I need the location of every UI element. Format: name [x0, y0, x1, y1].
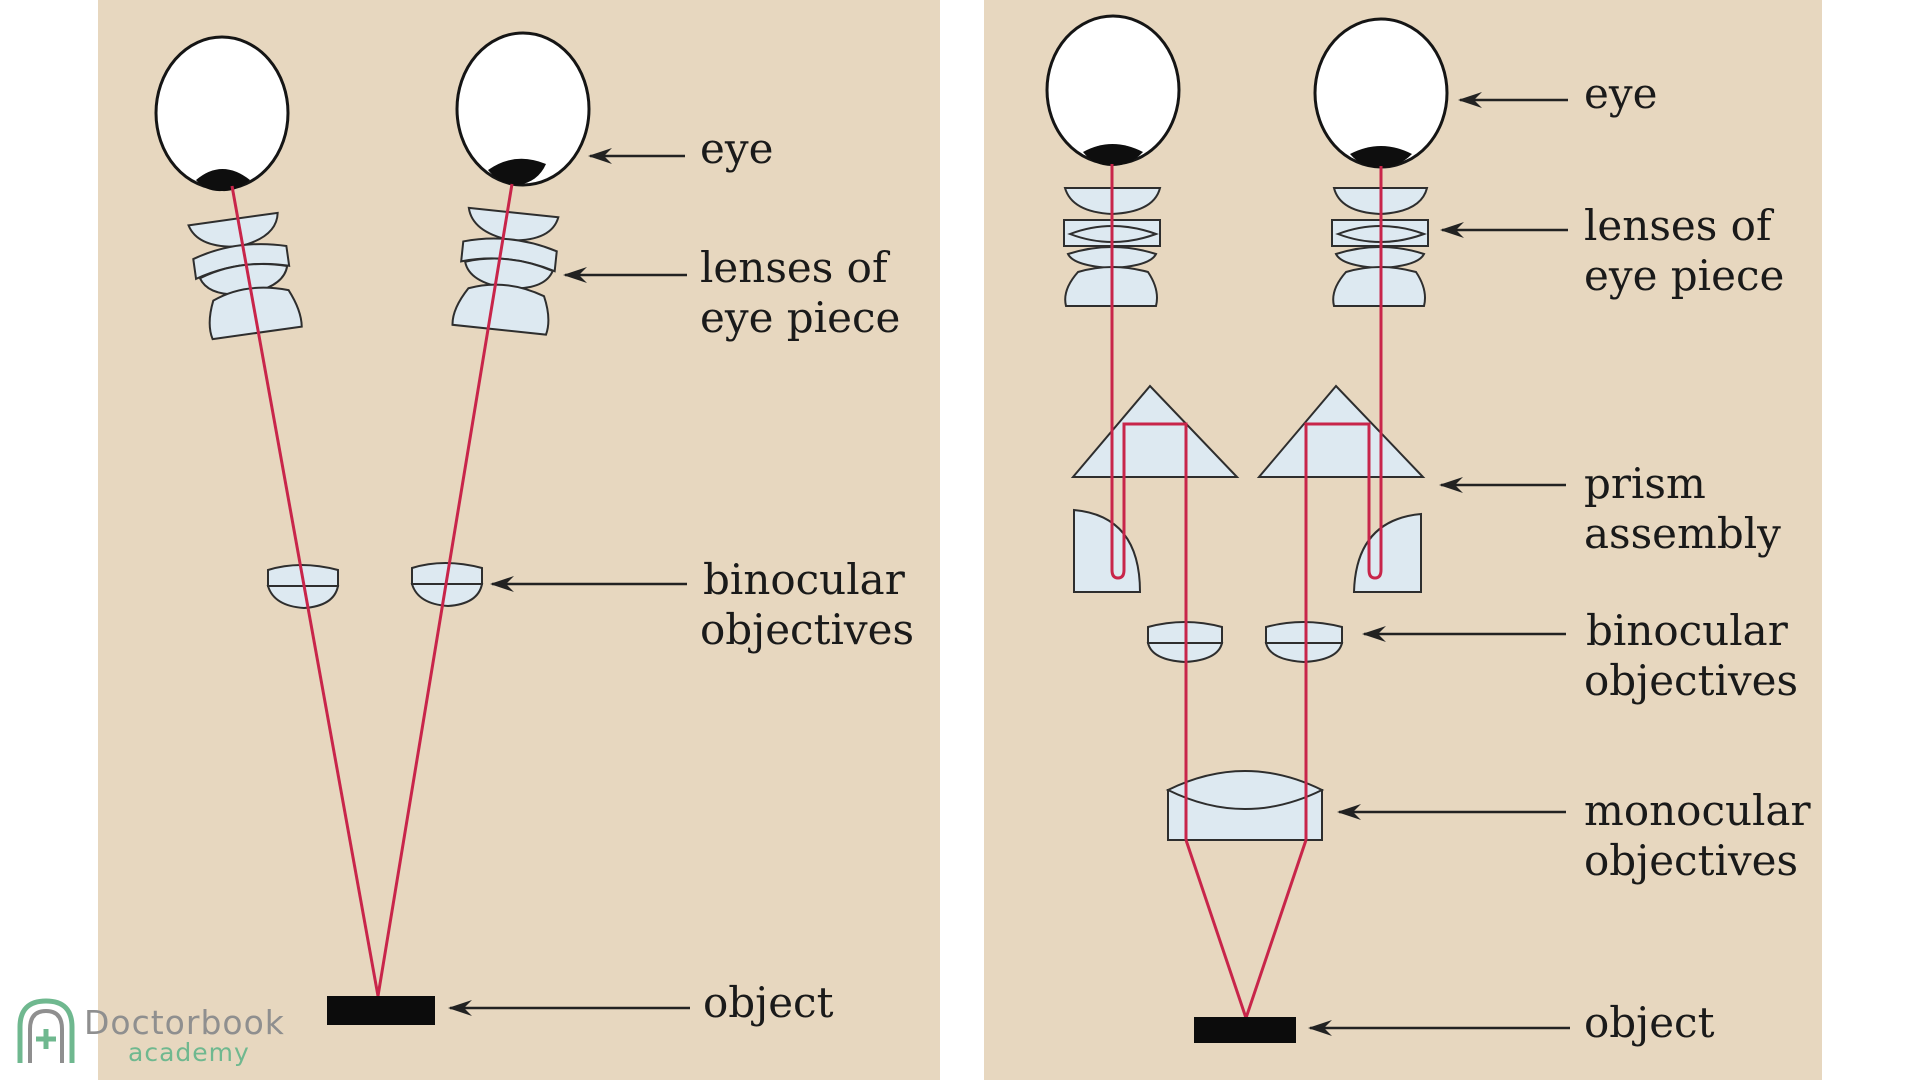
left-ray-1 [230, 185, 380, 997]
right-label-monocular-line2: objectives [1584, 836, 1798, 885]
left-lenses-arrow [563, 267, 587, 283]
left-object-arrow [448, 1000, 472, 1016]
right-binocular-objective-2 [1264, 621, 1344, 664]
right-label-binocular-line1: binocular [1586, 606, 1789, 655]
right-monocular-arrow [1337, 804, 1361, 820]
left-eyepiece-lenses-2 [451, 206, 560, 336]
logo-subtitle: academy [128, 1038, 250, 1067]
right-label-object: object [1584, 998, 1715, 1047]
right-label-monocular-line1: monocular [1584, 786, 1811, 835]
left-label-lenses-line2: eye piece [700, 293, 900, 342]
left-diagram: eye lenses of eye piece binocular object… [154, 31, 914, 1027]
right-eye-1 [1045, 14, 1181, 166]
right-label-prism-line2: assembly [1584, 509, 1781, 558]
right-eye-2 [1313, 17, 1449, 169]
left-label-eye: eye [700, 124, 773, 173]
left-label-binocular-line2: objectives [700, 605, 914, 654]
left-binocular-arrow [490, 576, 514, 592]
logo-name: Doctorbook [84, 1003, 285, 1042]
left-eye-1 [154, 35, 290, 192]
left-label-lenses-line1: lenses of [700, 243, 891, 292]
left-object-specimen [327, 996, 435, 1025]
right-rays [1110, 164, 1383, 1019]
left-eye-2 [455, 31, 591, 187]
right-object-specimen [1194, 1017, 1296, 1043]
right-label-lenses-line2: eye piece [1584, 251, 1784, 300]
right-monocular-objective [1165, 770, 1325, 841]
right-eye-arrow [1458, 92, 1482, 108]
left-label-binocular-line1: binocular [703, 555, 906, 604]
doctorbook-logo: Doctorbook academy [10, 995, 310, 1070]
left-binocular-objective-1 [266, 564, 340, 610]
right-prism-quarter-2 [1352, 512, 1422, 593]
right-binocular-arrow [1362, 626, 1386, 642]
right-label-lenses-line1: lenses of [1584, 201, 1775, 250]
right-lenses-arrow [1440, 222, 1464, 238]
left-eye-arrow [588, 148, 612, 164]
right-label-prism-line1: prism [1584, 459, 1706, 508]
arch-plus-icon [17, 998, 75, 1063]
right-label-eye: eye [1584, 69, 1657, 118]
right-label-binocular-line2: objectives [1584, 656, 1798, 705]
left-ray-2 [376, 183, 514, 997]
right-object-arrow [1308, 1020, 1332, 1036]
right-diagram: eye lenses of eye piece prism assembly b… [1045, 14, 1811, 1047]
right-prism-arrow [1439, 477, 1463, 493]
left-label-object: object [703, 978, 834, 1027]
